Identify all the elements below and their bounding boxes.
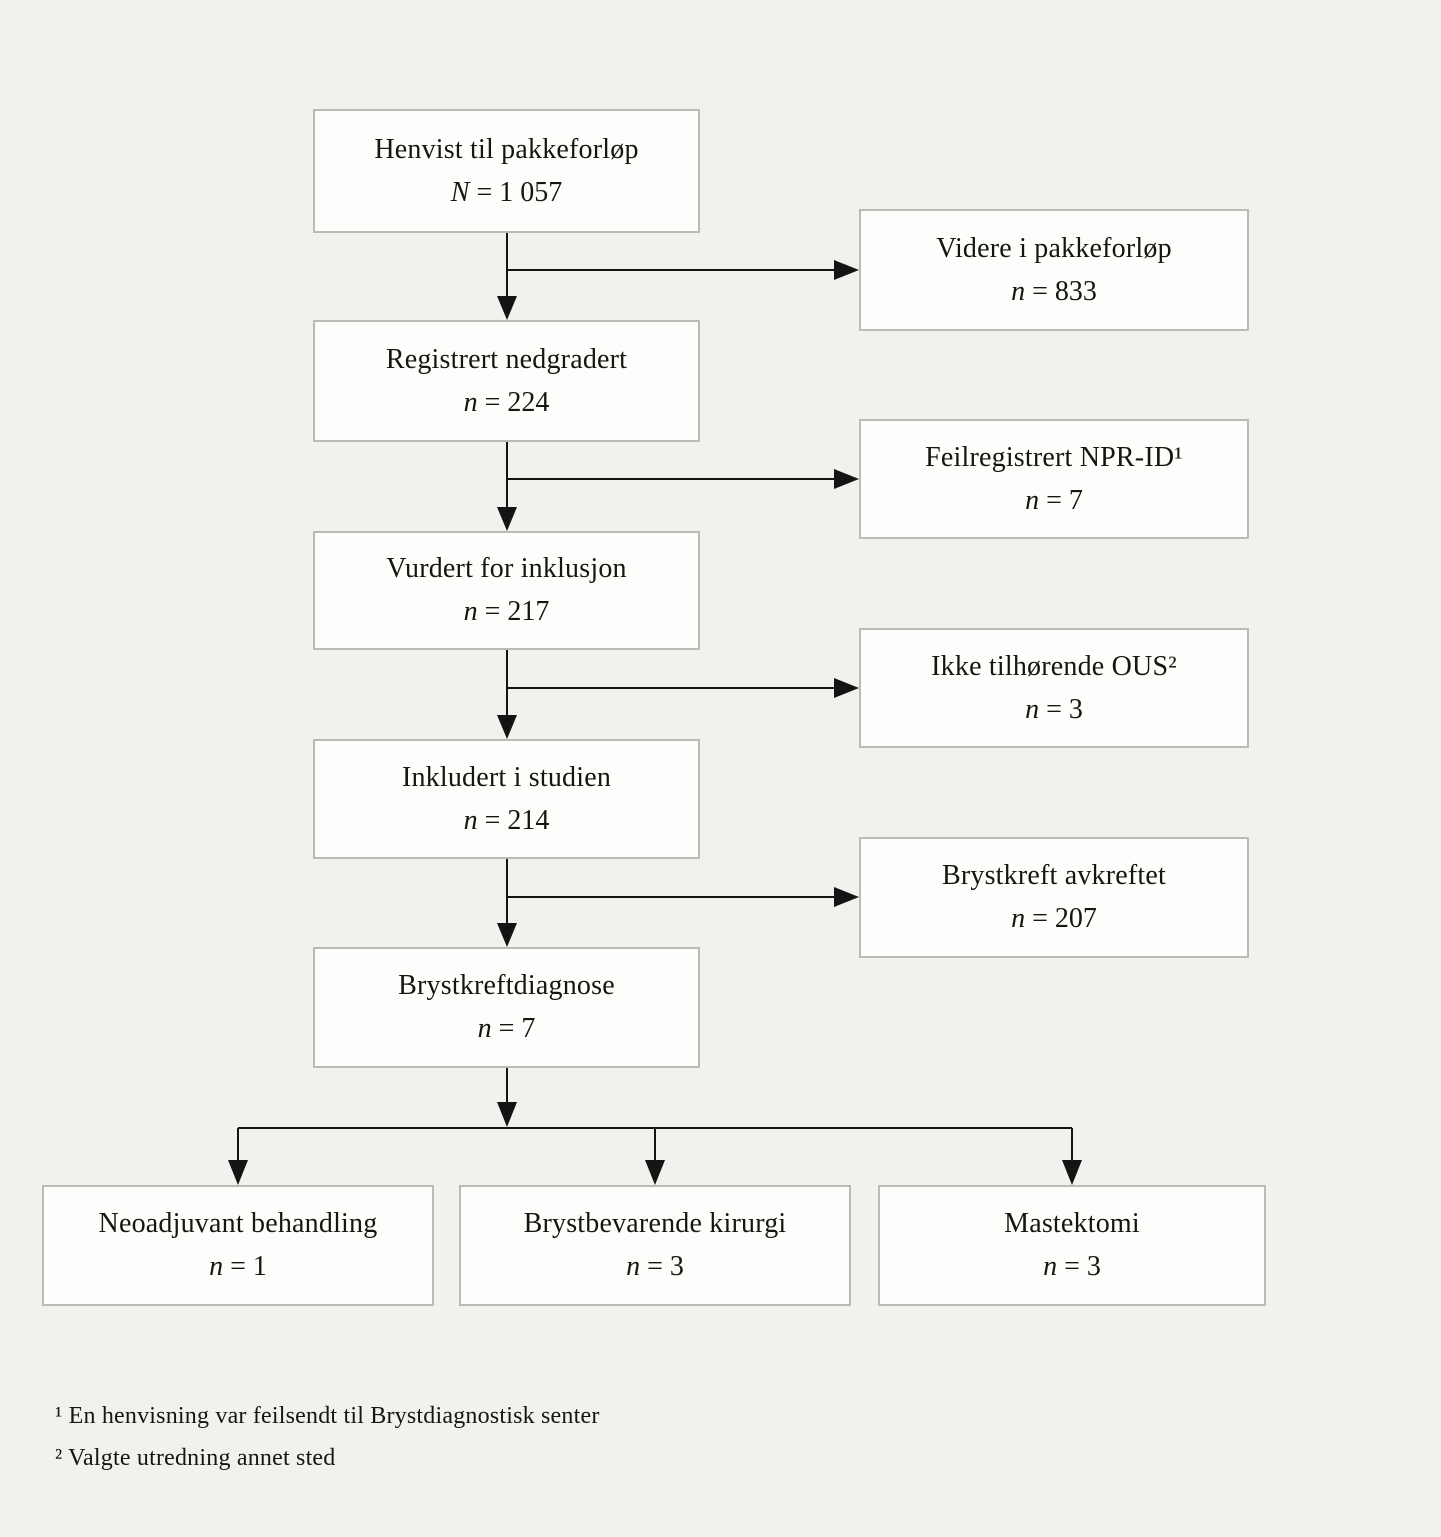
connector-inkludert-to-diagnose — [497, 859, 859, 947]
box-count: n=214 — [463, 804, 550, 836]
connector-nedgradert-to-vurdert — [497, 442, 859, 531]
box-label: Brystkreft avkreftet — [941, 860, 1167, 891]
box-brystkreft-avkreftet: Brystkreft avkreftet n=207 — [859, 837, 1249, 958]
box-count: n=833 — [1011, 275, 1097, 307]
footnote-1: ¹ En henvisning var feilsendt til Brystd… — [55, 1403, 600, 1429]
box-registrert-nedgradert: Registrert nedgradert n=224 — [313, 320, 700, 442]
box-label: Ikke tilhørende OUS² — [931, 650, 1177, 682]
box-label: Neoadjuvant behandling — [98, 1208, 378, 1239]
box-label: Henvist til pakkeforløp — [374, 133, 639, 165]
box-videre-i-pakkeforlop: Videre i pakkeforløp n=833 — [859, 209, 1249, 331]
footnotes: ¹ En henvisning var feilsendt til Brystd… — [55, 1395, 600, 1479]
footnote-2: ² Valgte utredning annet sted — [55, 1445, 336, 1471]
box-vurdert-for-inklusjon: Vurdert for inklusjon n=217 — [313, 531, 700, 650]
box-count: n=7 — [1025, 484, 1083, 516]
box-count: n=3 — [1025, 693, 1083, 725]
box-label: Brystbevarende kirurgi — [523, 1208, 787, 1239]
box-label: Videre i pakkeforløp — [936, 232, 1172, 264]
connector-diagnose-to-treatments — [228, 1068, 1082, 1185]
box-count: n=7 — [477, 1013, 536, 1045]
box-count: n=207 — [1011, 903, 1097, 935]
box-mastektomi: Mastektomi n=3 — [878, 1185, 1266, 1306]
box-label: Inkludert i studien — [401, 761, 612, 793]
box-henvist-til-pakkeforlop: Henvist til pakkeforløp N=1 057 — [313, 109, 700, 233]
box-count: n=217 — [463, 596, 550, 628]
box-neoadjuvant-behandling: Neoadjuvant behandling n=1 — [42, 1185, 434, 1306]
box-label: Vurdert for inklusjon — [386, 553, 627, 584]
box-count: n=224 — [463, 386, 550, 418]
box-label: Registrert nedgradert — [385, 343, 628, 375]
box-count: n=3 — [1043, 1251, 1101, 1283]
connector-vurdert-to-inkludert — [497, 650, 859, 739]
box-brystkreftdiagnose: Brystkreftdiagnose n=7 — [313, 947, 700, 1068]
box-ikke-tilhorende-ous: Ikke tilhørende OUS² n=3 — [859, 628, 1249, 748]
box-label: Brystkreftdiagnose — [398, 970, 615, 1001]
box-count: N=1 057 — [450, 176, 563, 208]
box-label: Feilregistrert NPR-ID¹ — [925, 441, 1183, 473]
box-feilregistrert-npr-id: Feilregistrert NPR-ID¹ n=7 — [859, 419, 1249, 539]
box-count: n=3 — [626, 1251, 684, 1283]
connector-henvist-to-nedgradert — [497, 233, 859, 320]
box-inkludert-i-studien: Inkludert i studien n=214 — [313, 739, 700, 859]
box-brystbevarende-kirurgi: Brystbevarende kirurgi n=3 — [459, 1185, 851, 1306]
box-count: n=1 — [209, 1251, 267, 1283]
box-label: Mastektomi — [1004, 1208, 1140, 1239]
